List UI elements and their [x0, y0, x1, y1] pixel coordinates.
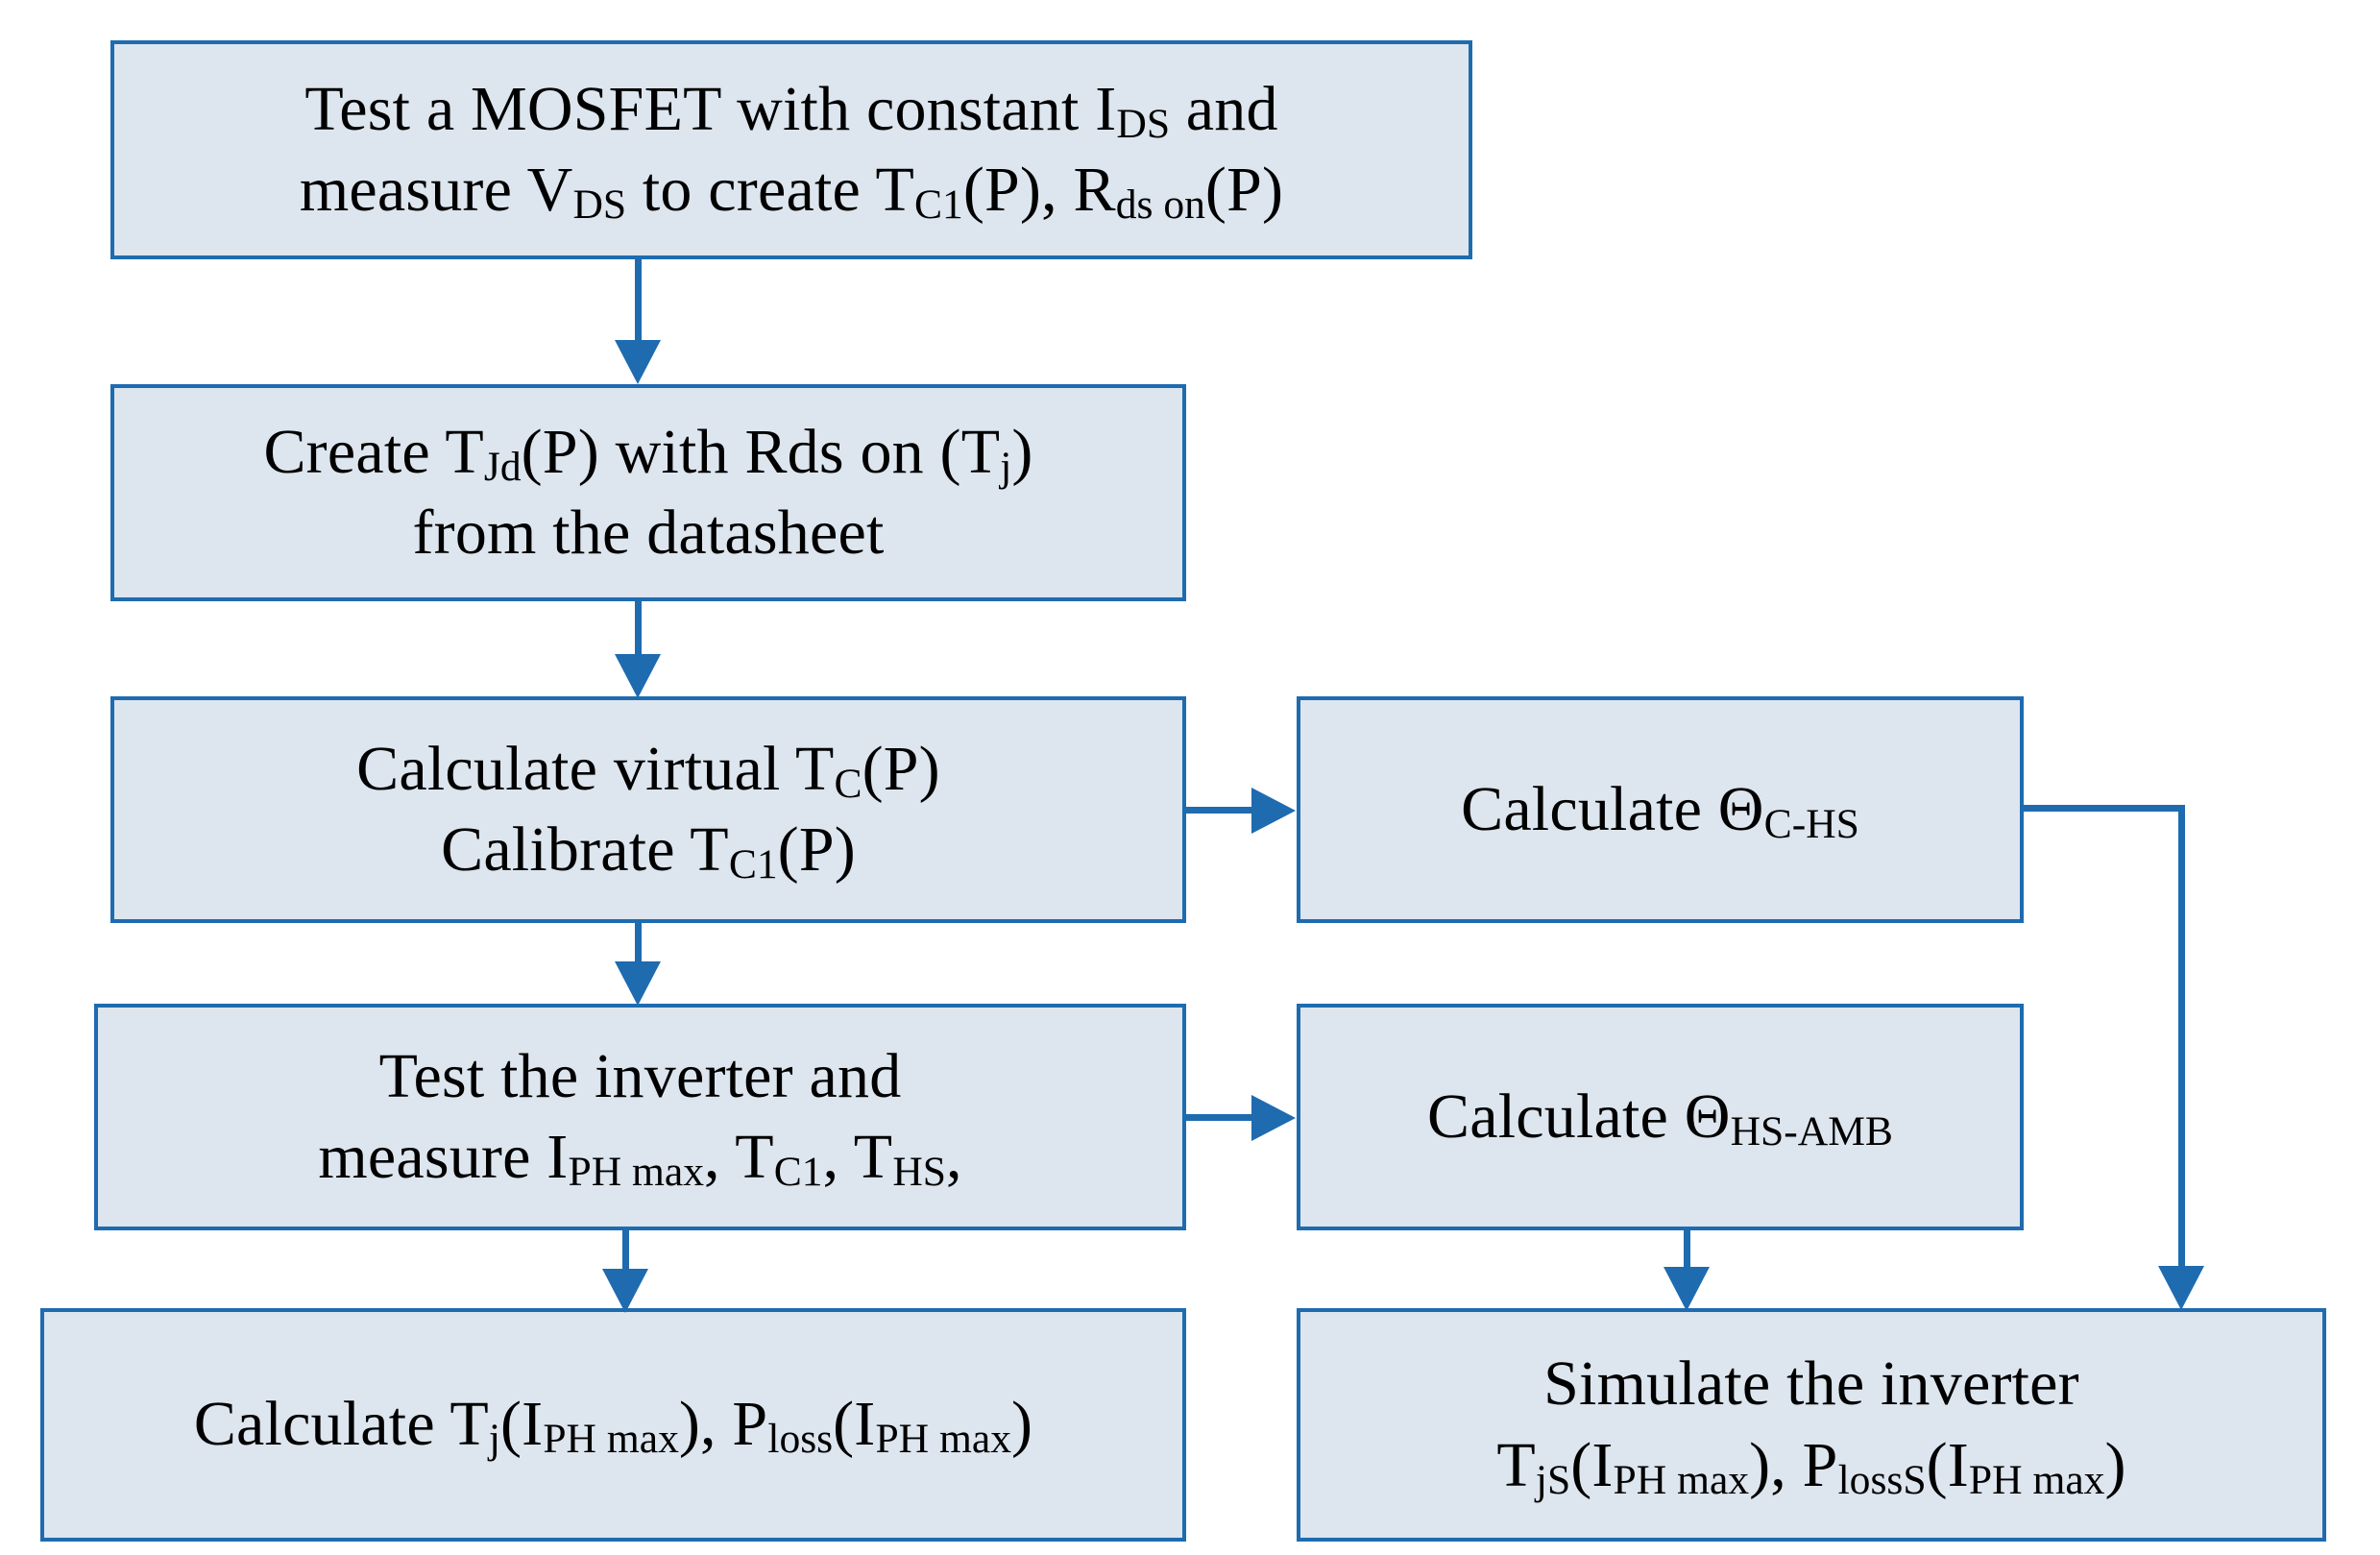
node-calculate-theta-hs-amb[interactable]: Calculate ΘHS-AMB: [1297, 1004, 2024, 1230]
edge-calc-hsamb-to-sim-inverter-line: [1684, 1230, 1690, 1267]
edge-test-mosfet-to-create-tjd-line: [635, 259, 642, 340]
node-calculate-tj-ploss[interactable]: Calculate Tj(IPH max), Ploss(IPH max): [40, 1308, 1186, 1542]
edge-create-tjd-to-calc-virtual-arrowhead: [615, 654, 661, 698]
node-simulate-inverter[interactable]: Simulate the inverter TjS(IPH max), Plos…: [1297, 1308, 2326, 1542]
node-test-inverter-line-1: Test the inverter and: [378, 1040, 902, 1111]
node-calculate-virtual-tc-line-1: Calculate virtual TC(P): [356, 733, 940, 807]
node-create-tjd[interactable]: Create TJd(P) with Rds on (Tj) from the …: [110, 384, 1186, 601]
node-calculate-theta-c-hs-line-1: Calculate ΘC-HS: [1461, 773, 1859, 847]
edge-calc-virtual-to-calc-chs-line: [1186, 807, 1253, 814]
edge-calc-chs-to-sim-inverter-arrowhead: [2158, 1266, 2204, 1310]
node-calculate-virtual-tc-line-2: Calibrate TC1(P): [441, 814, 856, 887]
edge-test-inverter-to-calc-tj-line: [622, 1230, 629, 1269]
node-test-mosfet-line-2: measure VDS to create TC1(P), Rds on(P): [299, 155, 1284, 228]
node-simulate-inverter-line-2: TjS(IPH max), PlossS(IPH max): [1496, 1429, 2126, 1503]
node-test-inverter[interactable]: Test the inverter and measure IPH max, T…: [94, 1004, 1186, 1230]
edge-calc-virtual-to-test-inverter-arrowhead: [615, 961, 661, 1006]
node-calculate-theta-c-hs[interactable]: Calculate ΘC-HS: [1297, 696, 2024, 923]
edge-calc-chs-to-sim-inverter-segment-vertical: [2178, 805, 2185, 1268]
edge-calc-chs-to-sim-inverter-segment-horizontal: [2022, 805, 2185, 812]
node-simulate-inverter-line-1: Simulate the inverter: [1543, 1348, 2079, 1420]
edge-calc-virtual-to-test-inverter-line: [635, 923, 642, 961]
node-calculate-virtual-tc[interactable]: Calculate virtual TC(P) Calibrate TC1(P): [110, 696, 1186, 923]
node-test-inverter-line-2: measure IPH max, TC1, THS,: [318, 1122, 962, 1195]
node-test-mosfet-line-1: Test a MOSFET with constant IDS and: [304, 73, 1278, 147]
edge-create-tjd-to-calc-virtual-line: [635, 601, 642, 654]
node-test-mosfet[interactable]: Test a MOSFET with constant IDS and meas…: [110, 40, 1472, 259]
edge-test-mosfet-to-create-tjd-arrowhead: [615, 340, 661, 384]
node-calculate-theta-hs-amb-line-1: Calculate ΘHS-AMB: [1427, 1081, 1893, 1154]
edge-calc-hsamb-to-sim-inverter-arrowhead: [1664, 1267, 1710, 1311]
node-create-tjd-line-1: Create TJd(P) with Rds on (Tj): [263, 416, 1033, 490]
edge-test-inverter-to-calc-hsamb-arrowhead: [1251, 1095, 1296, 1141]
node-calculate-tj-ploss-line-1: Calculate Tj(IPH max), Ploss(IPH max): [193, 1389, 1033, 1463]
node-create-tjd-line-2: from the datasheet: [412, 498, 885, 568]
edge-test-inverter-to-calc-hsamb-line: [1186, 1114, 1253, 1121]
edge-test-inverter-to-calc-tj-arrowhead: [602, 1269, 648, 1313]
edge-calc-virtual-to-calc-chs-arrowhead: [1251, 788, 1296, 834]
